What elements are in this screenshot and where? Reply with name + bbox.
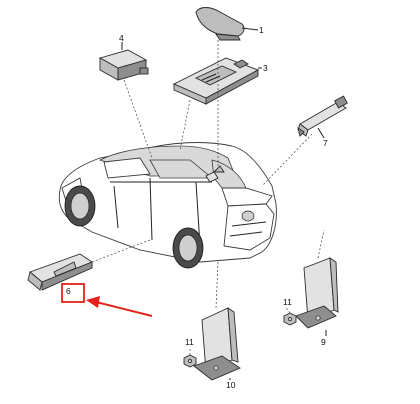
part-1-roof-antenna[interactable]: [195, 7, 259, 41]
callout-3: 3: [263, 63, 268, 73]
callout-9: 9: [321, 337, 326, 347]
callout-11-left: 11: [185, 337, 194, 347]
car-illustration: [58, 142, 277, 269]
callout-6: 6: [66, 286, 71, 296]
part-3-control-unit[interactable]: [172, 57, 262, 105]
part-10-bracket[interactable]: [193, 307, 241, 381]
part-9-bracket[interactable]: [295, 257, 339, 329]
callout-1: 1: [259, 25, 264, 35]
leader-lines: [91, 40, 327, 380]
callout-7: 7: [323, 138, 328, 148]
part-11-nut-right[interactable]: [283, 312, 297, 326]
part-11-nut-left[interactable]: [183, 354, 197, 368]
highlight-arrow: [86, 296, 153, 317]
callout-11-right: 11: [283, 297, 292, 307]
part-7-antenna[interactable]: [297, 95, 348, 139]
callout-10: 10: [226, 380, 236, 390]
highlight-box: [61, 283, 85, 303]
callout-4: 4: [119, 33, 124, 43]
part-4-module[interactable]: [98, 42, 149, 81]
